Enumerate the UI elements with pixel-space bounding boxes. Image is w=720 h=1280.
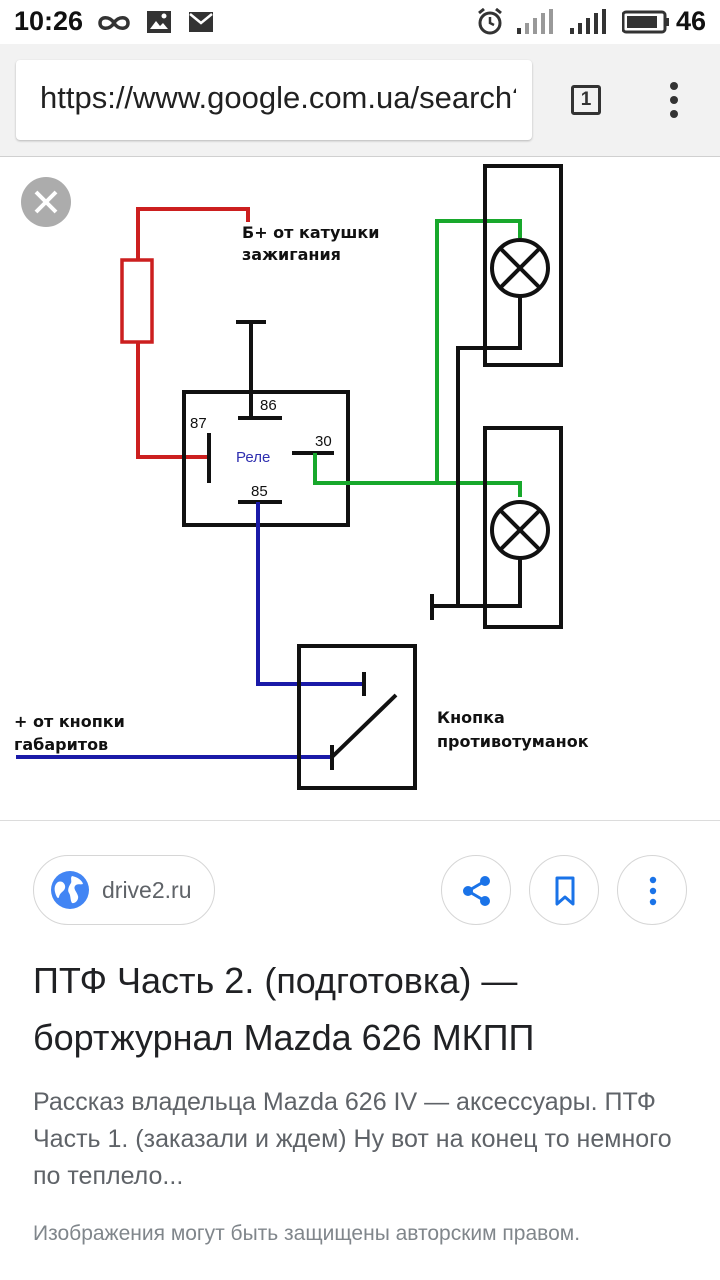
- image-icon: [147, 11, 171, 33]
- status-bar: 10:26 46: [0, 0, 720, 44]
- signal-icon: [517, 9, 553, 34]
- pin-86-label: 86: [260, 397, 277, 414]
- fog-button-label: Кнопка: [437, 708, 505, 727]
- wiring-diagram: 87 86 30 85 Реле: [14, 164, 589, 790]
- relay-label: Реле: [236, 449, 270, 466]
- blue-wire: [16, 502, 364, 759]
- source-chip[interactable]: drive2.ru: [33, 855, 215, 925]
- result-description: Рассказ владельца Mazda 626 IV — аксессу…: [33, 1088, 672, 1190]
- globe-icon: [51, 871, 89, 909]
- more-options-icon[interactable]: [662, 80, 686, 120]
- fog-lamp-housing-top: [483, 164, 563, 367]
- ignition-label: зажигания: [242, 245, 341, 264]
- address-bar[interactable]: https://www.google.com.ua/search?q=ptf: [16, 60, 532, 140]
- url-text[interactable]: https://www.google.com.ua/search?q=ptf: [40, 80, 516, 115]
- lamp-icon: [490, 238, 550, 298]
- fog-lamp-housing-bottom: [483, 426, 563, 629]
- share-icon: [463, 876, 490, 906]
- copyright-notice: Изображения могут быть защищены авторски…: [33, 1222, 581, 1245]
- alarm-icon: [478, 8, 502, 35]
- share-button[interactable]: [441, 855, 511, 925]
- signal-icon: [570, 9, 606, 34]
- divider: [0, 820, 720, 821]
- image-preview: 87 86 30 85 Реле: [0, 157, 720, 820]
- source-label[interactable]: drive2.ru: [102, 877, 192, 903]
- ignition-label: Б+ от катушки: [242, 223, 379, 242]
- network-type: 46: [676, 6, 707, 36]
- green-wire: [313, 219, 522, 497]
- save-button[interactable]: [529, 855, 599, 925]
- infinity-icon: [98, 16, 130, 30]
- pin-87-label: 87: [190, 415, 207, 432]
- status-time: 10:26: [14, 6, 84, 36]
- fog-button-label: противотуманок: [437, 732, 589, 751]
- mail-icon: [189, 12, 213, 32]
- pin-85-label: 85: [251, 483, 268, 500]
- result-title[interactable]: ПТФ Часть 2. (подготовка) — бортжурнал M…: [33, 960, 535, 1058]
- bookmark-icon: [555, 876, 575, 906]
- browser-toolbar: https://www.google.com.ua/search?q=ptf 1: [0, 44, 720, 157]
- pin-30-label: 30: [315, 433, 332, 450]
- more-vert-icon: [649, 876, 657, 906]
- button-box: [297, 644, 417, 790]
- close-icon: [34, 190, 58, 214]
- switch-contacts: [330, 672, 398, 770]
- close-button[interactable]: [21, 177, 71, 227]
- battery-icon: [622, 10, 669, 34]
- lamp-icon: [490, 500, 550, 560]
- tab-switcher-button[interactable]: 1: [571, 85, 601, 115]
- relay-box: [182, 390, 350, 527]
- markers-label: + от кнопки: [14, 712, 125, 731]
- more-button[interactable]: [617, 855, 687, 925]
- ground-wire: [430, 296, 522, 620]
- markers-label: габаритов: [14, 735, 108, 754]
